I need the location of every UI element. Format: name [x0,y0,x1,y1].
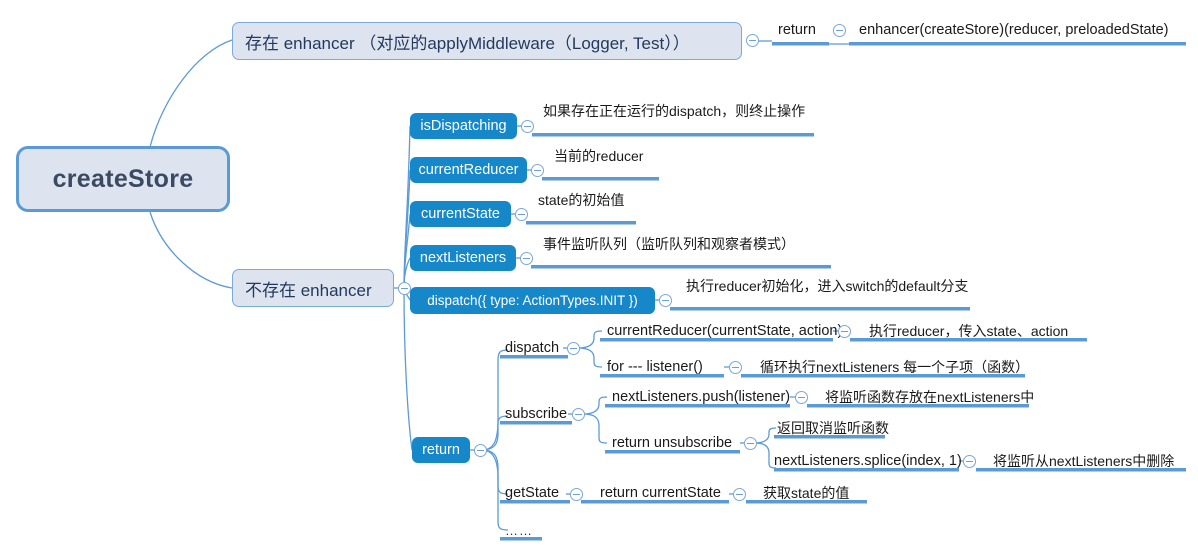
node-subscribe-label: subscribe [505,406,568,422]
node-current-state[interactable]: currentState [410,201,511,227]
node-is-dispatching-desc[interactable]: 如果存在正在运行的dispatch，则终止操作 [540,101,808,121]
node-has-enhancer-return-detail[interactable]: enhancer(createStore)(reducer, preloaded… [856,20,1172,40]
collapse-toggle-return[interactable] [474,444,487,457]
node-no-enhancer-label: 不存在 enhancer [245,280,372,300]
collapse-toggle-has-enhancer-return[interactable] [833,24,846,37]
node-current-state-desc-label: state的初始值 [538,192,625,208]
collapse-toggle-subscribe[interactable] [572,408,585,421]
collapse-toggle-current-reducer[interactable] [531,164,544,177]
collapse-toggle-subscribe-child-1[interactable] [795,391,808,404]
node-current-reducer-desc-label: 当前的reducer [554,148,644,164]
node-get-state-child-desc[interactable]: 获取state的值 [760,483,852,503]
collapse-toggle-subscribe-grandchild[interactable] [963,455,976,468]
node-next-listeners-desc[interactable]: 事件监听队列（监听队列和观察者模式） [540,234,798,254]
node-is-dispatching-desc-label: 如果存在正在运行的dispatch，则终止操作 [543,103,806,119]
node-dispatch-child-2-desc[interactable]: 循环执行nextListeners 每一个子项（函数） [757,357,1032,377]
node-get-state-child-label: return currentState [600,485,721,501]
node-current-reducer-desc[interactable]: 当前的reducer [551,146,646,166]
collapse-toggle-get-state[interactable] [570,488,583,501]
collapse-toggle-dispatch-child-2[interactable] [729,361,742,374]
node-has-enhancer-return[interactable]: return [775,20,819,40]
node-subscribe[interactable]: subscribe [502,404,570,424]
node-return-label: return [422,442,460,458]
node-is-dispatching-label: isDispatching [420,118,507,134]
collapse-toggle-subscribe-child-2[interactable] [744,437,757,450]
node-subscribe-child-1-desc-label: 将监听函数存放在nextListeners中 [825,389,1035,405]
node-subscribe-child-return-unsubscribe[interactable]: return unsubscribe [609,433,735,453]
node-dispatch-label: dispatch [505,340,560,356]
node-root-label: createStore [52,164,194,193]
node-dispatch-child-1-label: currentReducer(currentState, action) [607,323,843,339]
node-dispatch-child-1-desc-label: 执行reducer，传入state、action [869,323,1069,339]
node-subscribe-child-push[interactable]: nextListeners.push(listener) [609,387,793,407]
node-get-state-child[interactable]: return currentState [597,483,724,503]
node-dispatch[interactable]: dispatch [502,338,562,358]
node-subscribe-grandchild-desc-label: 将监听从nextListeners中删除 [993,453,1175,469]
node-return[interactable]: return [412,437,470,463]
node-subscribe-grandchild-desc[interactable]: 将监听从nextListeners中删除 [990,451,1177,471]
node-subscribe-grandchild-splice[interactable]: nextListeners.splice(index, 1) [771,451,965,471]
node-subscribe-child-1-desc[interactable]: 将监听函数存放在nextListeners中 [822,387,1037,407]
node-ellipsis-label: …… [505,522,533,538]
node-next-listeners-desc-label: 事件监听队列（监听队列和观察者模式） [543,236,795,252]
node-has-enhancer-label: 存在 enhancer （对应的applyMiddleware（Logger, … [245,33,690,53]
node-root-create-store[interactable]: createStore [16,146,230,212]
node-current-state-desc[interactable]: state的初始值 [535,190,627,210]
node-subscribe-child-2-desc[interactable]: 返回取消监听函数 [774,418,892,438]
collapse-toggle-has-enhancer[interactable] [746,34,759,47]
node-dispatch-init-desc[interactable]: 执行reducer初始化，进入switch的default分支 [683,276,971,296]
node-dispatch-child-2-desc-label: 循环执行nextListeners 每一个子项（函数） [760,359,1030,375]
collapse-toggle-next-listeners[interactable] [520,252,533,265]
node-no-enhancer[interactable]: 不存在 enhancer [232,269,394,307]
node-next-listeners-label: nextListeners [419,250,507,266]
node-subscribe-child-1-label: nextListeners.push(listener) [612,389,791,405]
node-current-state-label: currentState [421,206,500,222]
collapse-toggle-dispatch[interactable] [567,342,580,355]
node-has-enhancer[interactable]: 存在 enhancer （对应的applyMiddleware（Logger, … [232,22,742,60]
node-has-enhancer-return-label: return [778,22,816,38]
node-get-state[interactable]: getState [502,483,562,503]
node-has-enhancer-return-detail-label: enhancer(createStore)(reducer, preloaded… [859,22,1169,38]
node-subscribe-child-2-desc-label: 返回取消监听函数 [777,420,889,436]
node-dispatch-init[interactable]: dispatch({ type: ActionTypes.INIT }) [410,287,655,314]
node-subscribe-grandchild-label: nextListeners.splice(index, 1) [774,453,962,469]
node-ellipsis[interactable]: …… [502,521,536,539]
node-dispatch-child-2-label: for --- listener() [607,359,703,375]
collapse-toggle-dispatch-init[interactable] [659,294,672,307]
collapse-toggle-is-dispatching[interactable] [521,120,534,133]
collapse-toggle-get-state-child[interactable] [733,488,746,501]
node-get-state-child-desc-label: 获取state的值 [763,485,850,501]
collapse-toggle-dispatch-child-1[interactable] [838,325,851,338]
node-next-listeners[interactable]: nextListeners [410,245,516,271]
node-dispatch-init-label: dispatch({ type: ActionTypes.INIT }) [427,293,638,308]
node-dispatch-child-for-listener[interactable]: for --- listener() [604,357,706,377]
node-current-reducer-label: currentReducer [418,162,519,178]
node-dispatch-child-1-desc[interactable]: 执行reducer，传入state、action [866,321,1071,341]
collapse-toggle-current-state[interactable] [515,208,528,221]
node-current-reducer[interactable]: currentReducer [410,157,527,183]
node-is-dispatching[interactable]: isDispatching [410,113,517,139]
node-dispatch-init-desc-label: 执行reducer初始化，进入switch的default分支 [686,278,969,294]
node-get-state-label: getState [505,485,560,501]
node-subscribe-child-2-label: return unsubscribe [612,435,733,451]
node-dispatch-child-current-reducer-call[interactable]: currentReducer(currentState, action) [604,321,845,341]
